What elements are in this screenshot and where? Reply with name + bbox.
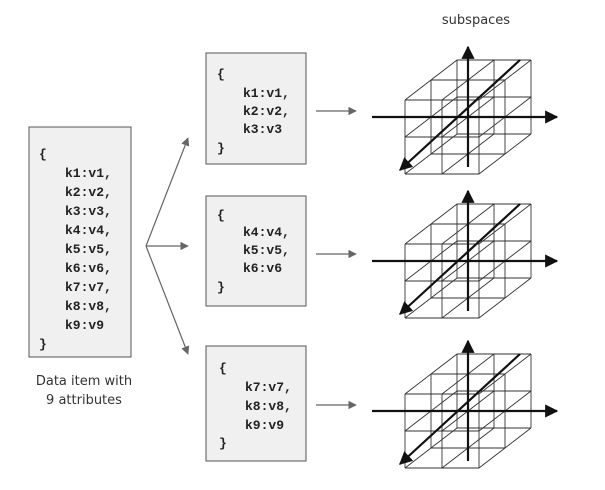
subset-3-close-brace: } xyxy=(219,436,227,451)
subspace-cube-icon-3 xyxy=(372,339,559,469)
source-caption-line1: Data item with xyxy=(36,374,132,389)
source-attr-5: k5:v5, xyxy=(65,242,112,257)
subspace-cube-icon-2 xyxy=(372,189,559,319)
z-axis-line xyxy=(399,203,521,315)
split-arrow-top xyxy=(145,137,190,247)
subset-1-attr-3: k3:v3 xyxy=(243,122,282,137)
source-attr-9: k9:v9 xyxy=(65,318,104,333)
z-axis-line xyxy=(399,353,521,465)
cube-axes xyxy=(372,189,559,315)
grid-edge xyxy=(478,133,532,175)
source-attr-6: k6:v6, xyxy=(65,261,112,276)
source-caption-line2: 9 attributes xyxy=(46,393,122,408)
mapping-arrows xyxy=(316,106,357,410)
subset-2-close-brace: } xyxy=(217,280,225,295)
subset-item-3: { k7:v7, k8:v8, k9:v9 } xyxy=(205,345,307,462)
z-axis-line xyxy=(399,59,521,171)
subset-3-attr-3: k9:v9 xyxy=(245,418,284,433)
source-open-brace: { xyxy=(39,147,47,162)
source-attr-3: k3:v3, xyxy=(65,204,112,219)
subset-1-open-brace: { xyxy=(217,67,225,82)
subset-box-2 xyxy=(205,195,307,307)
source-attr-7: k7:v7, xyxy=(65,280,112,295)
split-arrow-bottom xyxy=(145,245,190,355)
subset-box-1 xyxy=(205,52,307,165)
source-attr-2: k2:v2, xyxy=(65,185,112,200)
subset-3-open-brace: { xyxy=(219,361,227,376)
subset-item-1: { k1:v1, k2:v2, k3:v3 } xyxy=(205,52,307,165)
grid-edge xyxy=(478,427,532,469)
source-attr-4: k4:v4, xyxy=(65,223,112,238)
subset-2-open-brace: { xyxy=(217,208,225,223)
subset-item-2: { k4:v4, k5:v5, k6:v6 } xyxy=(205,195,307,307)
source-attr-1: k1:v1, xyxy=(65,166,112,181)
subset-2-attr-2: k5:v5, xyxy=(243,243,290,258)
source-attr-8: k8:v8, xyxy=(65,299,112,314)
cube-axes xyxy=(372,45,559,171)
subset-2-attr-3: k6:v6 xyxy=(243,261,282,276)
subset-3-attr-1: k7:v7, xyxy=(245,380,292,395)
source-box xyxy=(28,126,132,358)
subset-3-attr-2: k8:v8, xyxy=(245,399,292,414)
source-close-brace: } xyxy=(39,337,47,352)
subset-box-3 xyxy=(205,345,307,462)
grid-edge xyxy=(478,277,532,319)
subset-1-attr-1: k1:v1, xyxy=(243,86,290,101)
subset-1-close-brace: } xyxy=(217,141,225,156)
source-data-item: { k1:v1, k2:v2, k3:v3, k4:v4, k5:v5, k6:… xyxy=(28,126,132,358)
subspaces-title: subspaces xyxy=(442,13,510,28)
subset-1-attr-2: k2:v2, xyxy=(243,104,290,119)
split-arrows xyxy=(145,137,190,355)
cube-axes xyxy=(372,339,559,465)
subspace-cube-icon-1 xyxy=(372,45,559,175)
subset-2-attr-1: k4:v4, xyxy=(243,225,290,240)
